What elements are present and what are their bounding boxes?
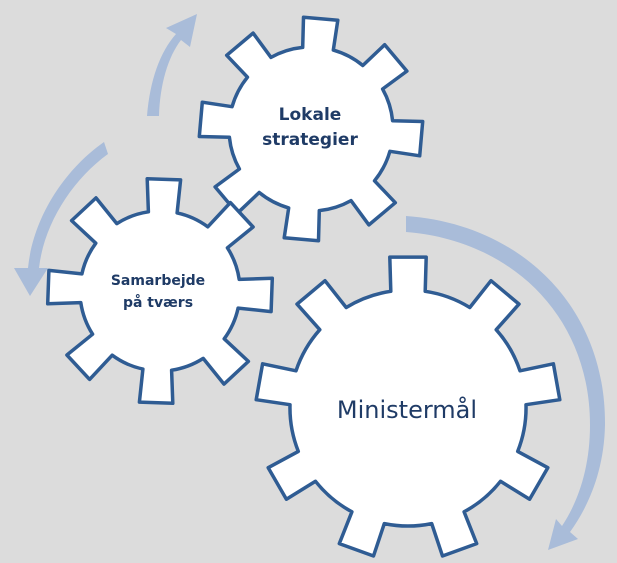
gear-icon [254,255,562,558]
gear-label-samarbejde-line1: Samarbejde [111,273,205,289]
gear-label-lokale-line1: Lokale [279,105,342,125]
gear-icon [45,176,275,406]
gear-label-samarbejde-line2: på tværs [123,294,193,311]
gear-label-lokale-line2: strategier [262,130,358,150]
curved-arrow-icon [14,142,108,296]
curved-arrow-icon [147,14,197,116]
curved-arrow-icon [406,216,606,550]
arrow-to-lokale [147,14,197,116]
gear-ministermaal: Ministermål [254,255,562,558]
gear-icon [197,15,425,243]
arrow-to-ministermaal [406,216,606,550]
gear-lokale-strategier: Lokale strategier [197,15,425,243]
arrow-to-samarbejde [14,142,108,296]
gear-samarbejde-paa-tvaers: Samarbejde på tværs [45,176,275,406]
gear-label-ministermaal: Ministermål [337,395,477,424]
